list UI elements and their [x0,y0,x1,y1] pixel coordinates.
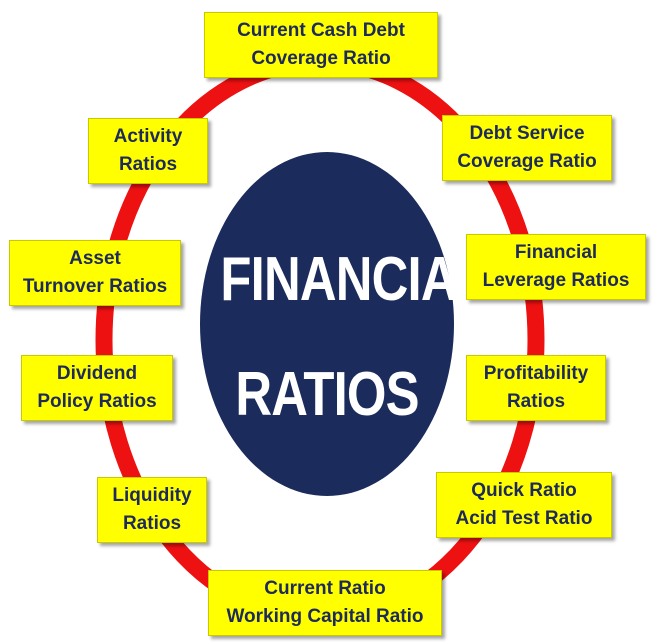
label-debt-service-coverage-ratio: Debt Service Coverage Ratio [442,115,612,181]
label-line: Current Ratio [264,578,386,599]
label-line: Ratios [118,154,178,175]
label-profitability-ratios: Profitability Ratios [466,355,606,421]
label-line: Debt Service [469,123,585,144]
label-line: Asset [69,248,121,269]
label-current-cash-debt-coverage-ratio: Current Cash Debt Coverage Ratio [204,12,438,78]
label-line: Profitability [483,363,589,384]
label-quick-ratio-acid-test-ratio: Quick Ratio Acid Test Ratio [436,472,612,538]
label-financial-leverage-ratios: Financial Leverage Ratios [466,234,646,300]
label-line: Policy Ratios [37,391,157,412]
label-line: Ratios [506,391,566,412]
center-title-line2: RATIOS [235,360,419,429]
label-line: Working Capital Ratio [226,606,424,627]
label-dividend-policy-ratios: Dividend Policy Ratios [21,355,173,421]
label-asset-turnover-ratios: Asset Turnover Ratios [9,240,181,306]
center-circle [200,152,454,496]
label-line: Dividend [56,363,138,384]
label-line: Coverage Ratio [457,151,597,172]
label-activity-ratios: Activity Ratios [88,118,208,184]
label-line: Quick Ratio [471,480,577,501]
label-liquidity-ratios: Liquidity Ratios [97,477,207,543]
center-title-line1: FINANCIAL [220,245,487,314]
label-line: Current Cash Debt [237,20,405,41]
label-line: Financial [514,242,598,263]
label-line: Turnover Ratios [22,276,168,297]
label-line: Ratios [122,513,182,534]
label-line: Activity [113,126,183,147]
label-line: Liquidity [112,485,192,506]
label-line: Coverage Ratio [251,48,391,69]
label-current-ratio-working-capital-ratio: Current Ratio Working Capital Ratio [208,570,442,636]
label-line: Leverage Ratios [482,270,630,291]
label-line: Acid Test Ratio [455,508,593,529]
